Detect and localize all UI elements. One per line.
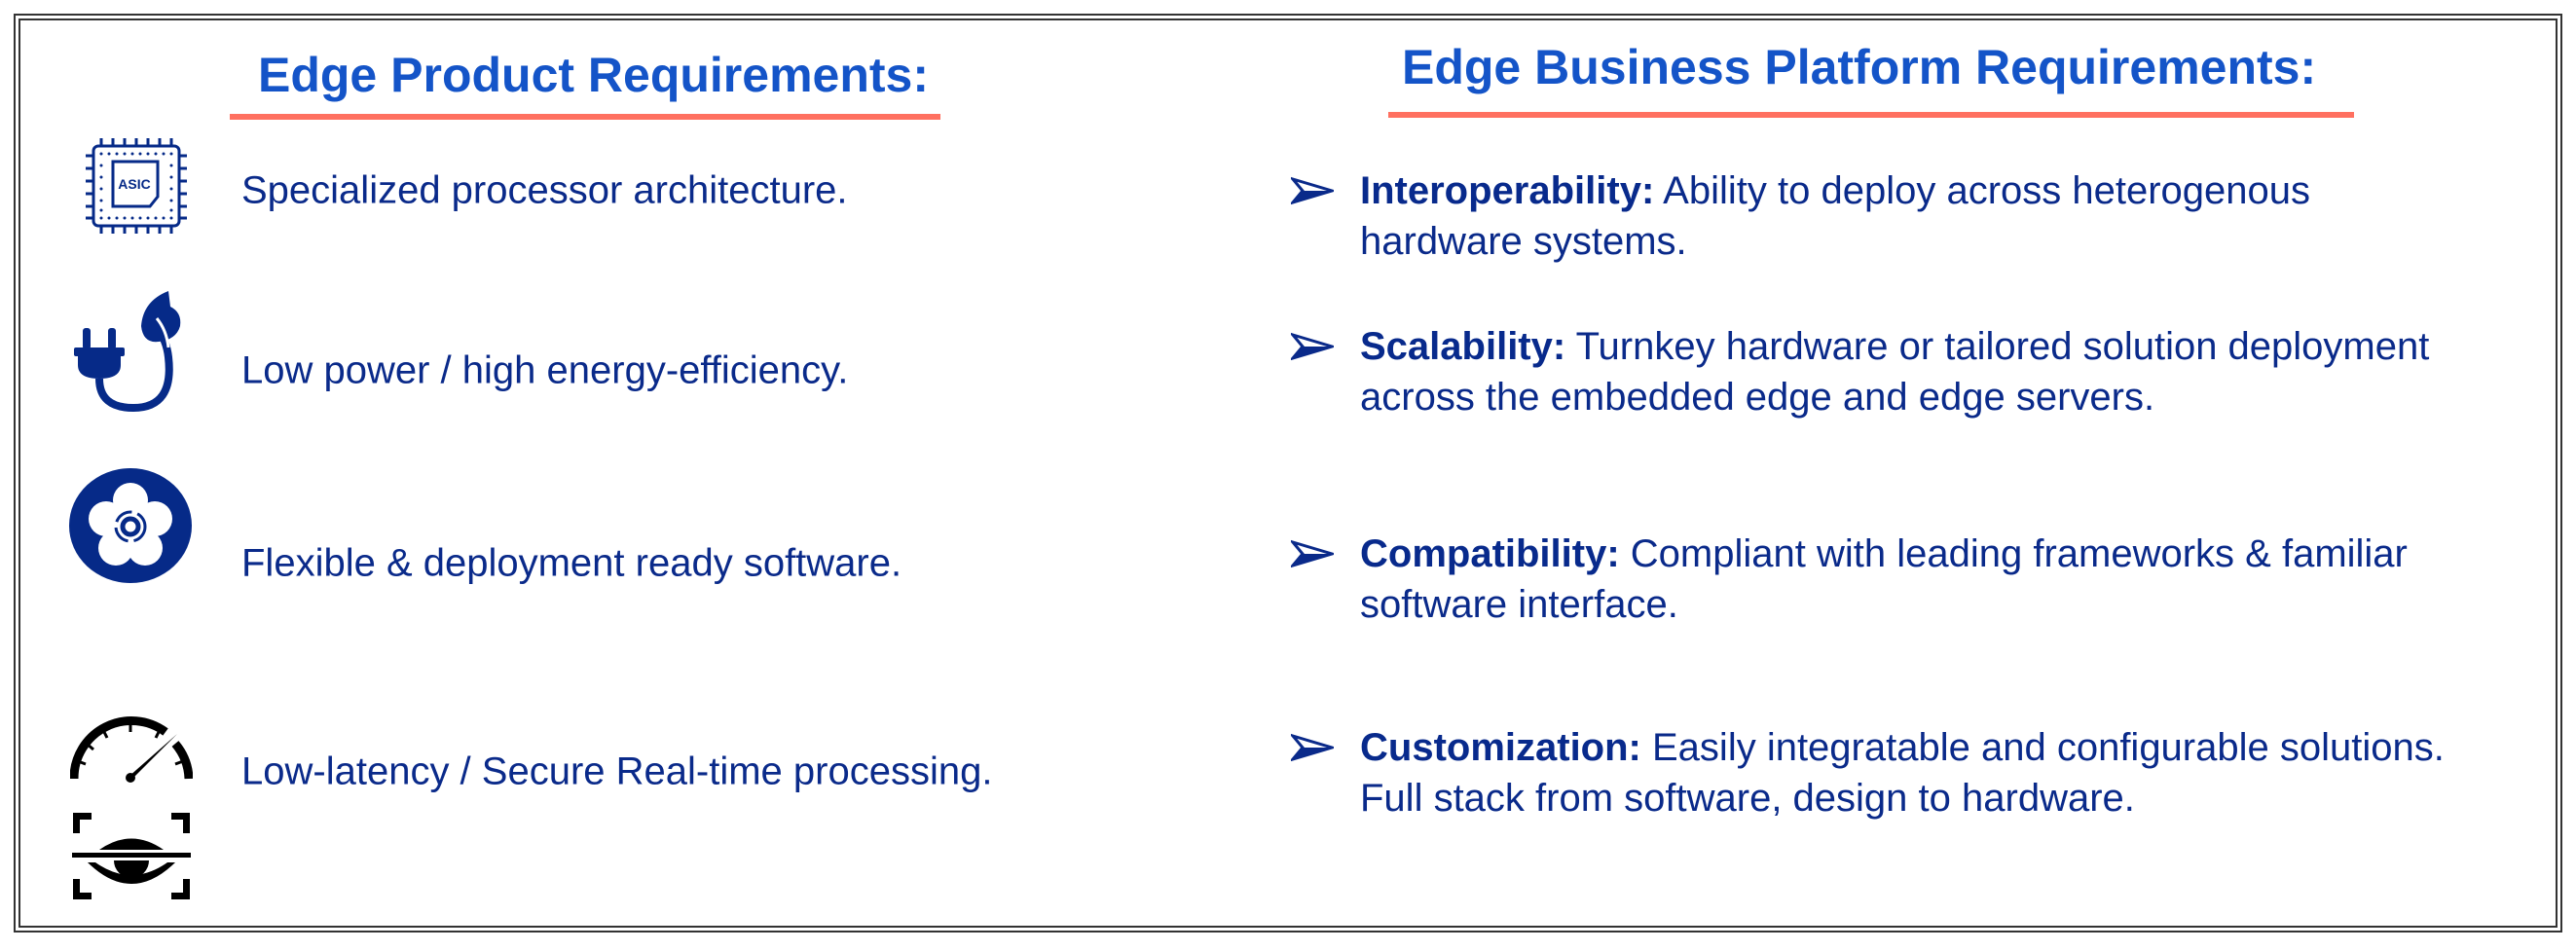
right-heading: Edge Business Platform Requirements: — [1402, 40, 2317, 94]
right-heading-underline — [1388, 112, 2354, 118]
left-heading: Edge Product Requirements: — [258, 48, 929, 102]
requirement-text: Compliant with leading frameworks & fami… — [1360, 532, 2408, 626]
platform-requirement-item: Customization: Easily integratable and c… — [1291, 722, 2488, 823]
arrowhead-bullet-icon — [1291, 332, 1334, 361]
slide-frame — [14, 14, 2562, 933]
asic-chip-label: ASIC — [118, 176, 150, 192]
flower-gear-icon — [69, 468, 192, 583]
requirement-title: Interoperability: — [1360, 169, 1655, 212]
requirement-text: Turnkey hardware or tailored solution de… — [1360, 325, 2430, 419]
requirement-text: Ability to deploy across heterogenous ha… — [1360, 169, 2311, 263]
arrowhead-bullet-icon — [1291, 539, 1334, 568]
requirement-text: Easily integratable and configurable sol… — [1360, 726, 2445, 820]
asic-chip-icon: ASIC — [86, 138, 187, 234]
left-item-text: Specialized processor architecture. — [241, 168, 848, 212]
platform-requirement-item: Compatibility: Compliant with leading fr… — [1291, 529, 2488, 630]
left-heading-underline — [230, 114, 940, 120]
left-item-text: Low-latency / Secure Real-time processin… — [241, 750, 993, 793]
speedometer-eye-scan-icon — [70, 716, 193, 899]
requirement-title: Compatibility: — [1360, 532, 1620, 575]
left-item-text: Low power / high energy-efficiency. — [241, 348, 849, 392]
requirement-title: Scalability: — [1360, 325, 1566, 368]
left-item-text: Flexible & deployment ready software. — [241, 541, 902, 585]
plug-leaf-icon — [74, 291, 181, 412]
arrowhead-bullet-icon — [1291, 176, 1334, 205]
arrowhead-bullet-icon — [1291, 733, 1334, 762]
platform-requirement-item: Scalability: Turnkey hardware or tailore… — [1291, 321, 2488, 422]
requirement-title: Customization: — [1360, 726, 1641, 769]
platform-requirement-item: Interoperability: Ability to deploy acro… — [1291, 165, 2488, 267]
